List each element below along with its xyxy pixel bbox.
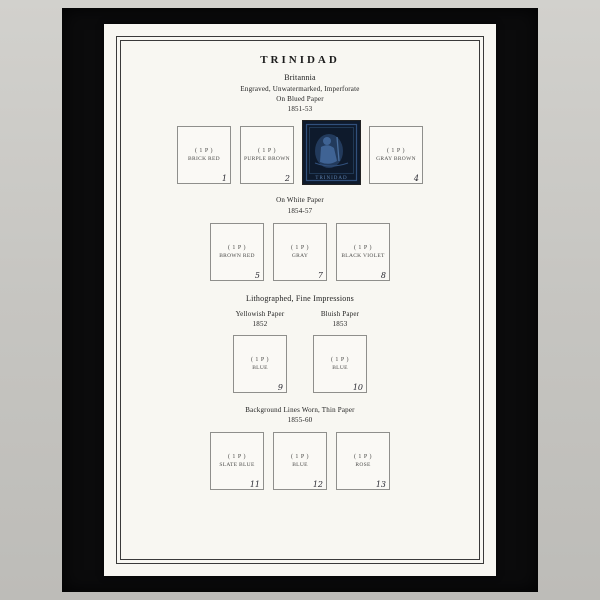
section-white-paper: On White Paper 1854-57 ( 1 P ) BROWN RED… [210,195,390,281]
section-blued-paper: Britannia Engraved, Unwatermarked, Imper… [177,72,423,185]
stamp-row-4: ( 1 P ) SLATE BLUE 11 ( 1 P ) BLUE 12 ( … [210,432,390,491]
year-label: 1853 [332,319,348,328]
stamp-box: ( 1 P ) BLUE 10 [313,334,367,393]
stamp-box: ( 1 P ) BLACK VIOLET 8 [336,222,390,281]
stamp-color-label: BLUE [332,364,348,371]
handwritten-number: 5 [254,270,260,280]
section-background-lines-worn: Background Lines Worn, Thin Paper 1855-6… [210,405,390,491]
page-content: TRINIDAD Britannia Engraved, Unwatermark… [128,46,472,554]
stamp-box: ( 1 P ) SLATE BLUE 11 [210,432,264,491]
denomination-label: ( 1 P ) [250,356,270,363]
year-range-label: 1854-57 [287,206,313,215]
stamp-color-label: GRAY [291,252,309,259]
denomination-label: ( 1 P ) [290,244,310,251]
handwritten-number: 11 [249,480,260,490]
handwritten-number: 10 [352,382,363,392]
denomination-label: ( 1 P ) [227,454,247,461]
britannia-figure-art: TRINIDAD [303,121,360,185]
stamp-color-label: BLUE [292,462,308,469]
section-subheading: Engraved, Unwatermarked, Imperforate [240,85,360,93]
denomination-label: ( 1 P ) [386,148,406,155]
bluish-paper-column: Bluish Paper 1853 ( 1 P ) BLUE 10 [313,309,367,393]
stamp-box: ( 1 P ) BLUE 12 [273,432,327,491]
handwritten-number: 1 [221,174,227,184]
album-page: TRINIDAD Britannia Engraved, Unwatermark… [104,24,496,576]
stamp-color-label: ROSE [355,462,371,469]
stamp-color-label: BLUE [252,364,268,371]
stamp-color-label: PURPLE BROWN [244,156,290,163]
svg-text:TRINIDAD: TRINIDAD [315,176,347,181]
denomination-label: ( 1 P ) [290,454,310,461]
lithographed-columns: Yellowish Paper 1852 ( 1 P ) BLUE 9 Blui… [233,309,367,393]
paper-type-label: On Blued Paper [276,95,324,104]
year-range-label: 1855-60 [287,416,313,425]
stamp-box: ( 1 P ) GRAY BROWN 4 [369,126,423,185]
denomination-label: ( 1 P ) [227,244,247,251]
stamp-box: ( 1 P ) BLUE 9 [233,334,287,393]
denomination-label: ( 1 P ) [194,148,214,155]
stamp-color-label: SLATE BLUE [219,462,255,469]
paper-type-label: Yellowish Paper [235,309,285,318]
stamp-color-label: BRICK RED [188,156,220,163]
paper-type-label: On White Paper [276,196,324,205]
stamp-color-label: BROWN RED [219,252,255,259]
handwritten-number: 9 [277,382,283,392]
stamp-row-2: ( 1 P ) BROWN RED 5 ( 1 P ) GRAY 7 ( 1 P… [210,222,390,281]
stamp-color-label: GRAY BROWN [376,156,416,163]
black-mat-frame: TRINIDAD Britannia Engraved, Unwatermark… [62,8,538,592]
stamp-color-label: BLACK VIOLET [341,252,385,259]
denomination-label: ( 1 P ) [353,244,373,251]
section-lithographed: Lithographed, Fine Impressions Yellowish… [233,293,367,393]
year-range-label: 1851-53 [287,105,313,114]
year-label: 1852 [252,319,268,328]
stamp-box: ( 1 P ) BROWN RED 5 [210,222,264,281]
stamp-box: ( 1 P ) GRAY 7 [273,222,327,281]
page-title: TRINIDAD [260,54,340,66]
britannia-stamp-image: TRINIDAD [303,121,360,185]
handwritten-number: 2 [284,174,290,184]
handwritten-number: 12 [312,480,323,490]
section-heading: Britannia [284,73,316,82]
denomination-label: ( 1 P ) [257,148,277,155]
paper-type-label: Bluish Paper [320,309,360,318]
stamp-box: ( 1 P ) ROSE 13 [336,432,390,491]
denomination-label: ( 1 P ) [330,356,350,363]
yellowish-paper-column: Yellowish Paper 1852 ( 1 P ) BLUE 9 [233,309,287,393]
handwritten-number: 4 [413,174,419,184]
denomination-label: ( 1 P ) [353,454,373,461]
section-heading: Lithographed, Fine Impressions [246,293,354,303]
section-heading: Background Lines Worn, Thin Paper [245,405,355,414]
stamp-box: ( 1 P ) BRICK RED 1 [177,126,231,185]
stamp-box: ( 1 P ) PURPLE BROWN 2 [240,126,294,185]
stamp-row-1: ( 1 P ) BRICK RED 1 ( 1 P ) PURPLE BROWN… [177,121,423,185]
handwritten-number: 7 [317,270,323,280]
handwritten-number: 8 [380,270,386,280]
handwritten-number: 13 [375,480,386,490]
